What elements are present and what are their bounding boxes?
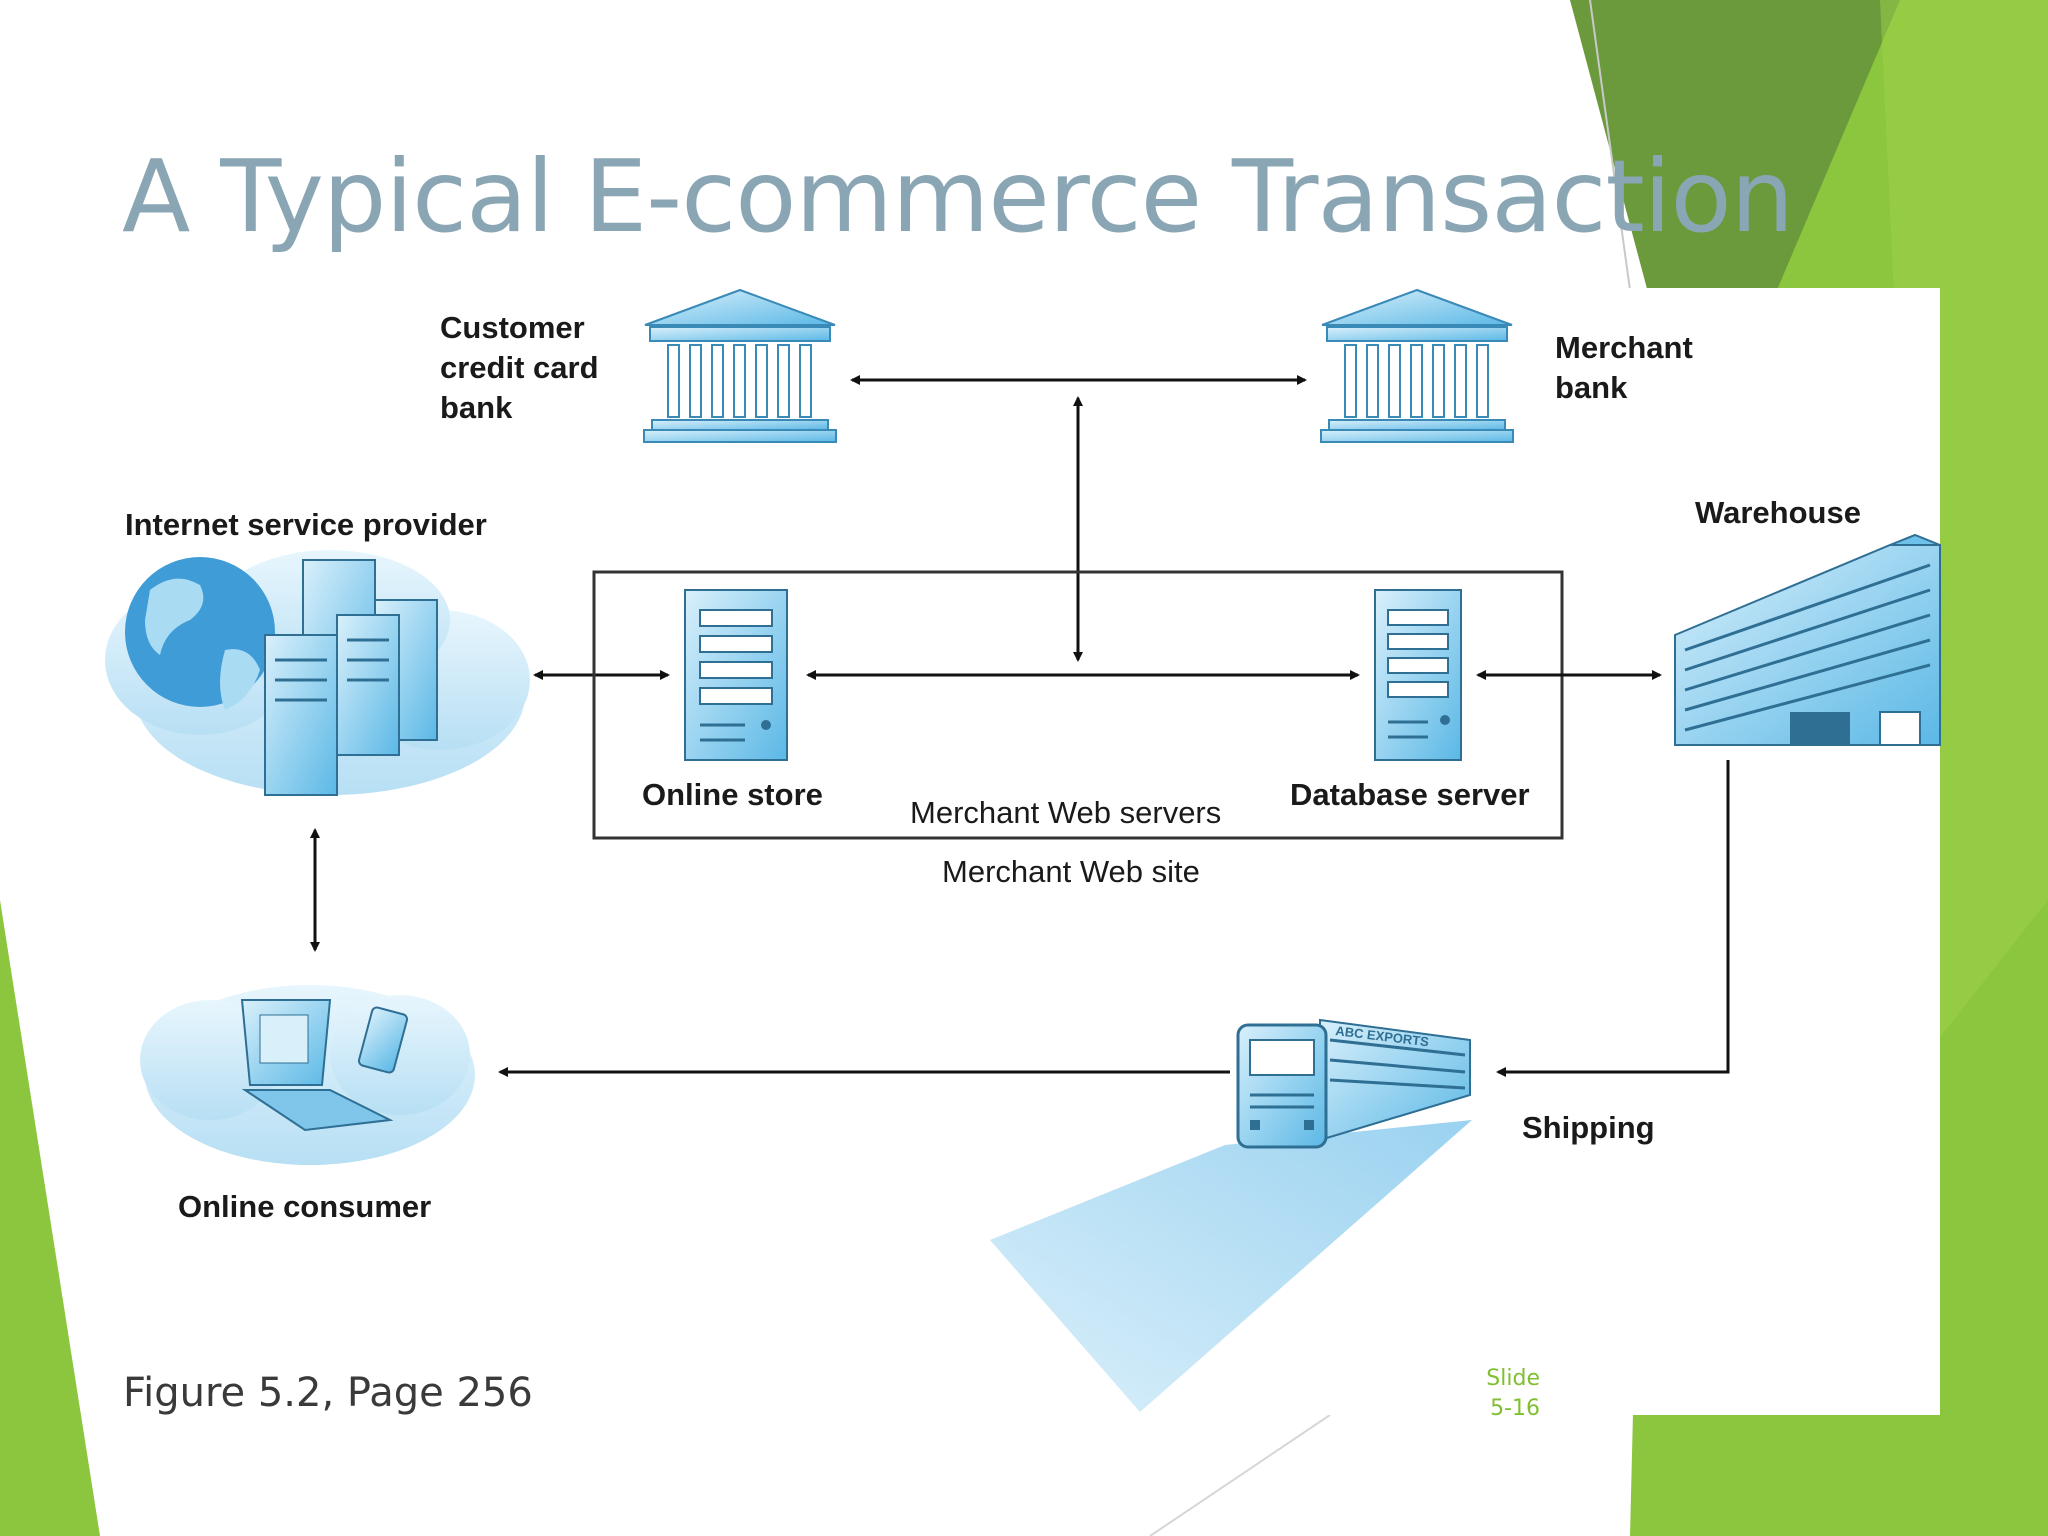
phone-icon	[357, 1006, 409, 1074]
merchant-web-site-box	[592, 570, 1564, 840]
slide-title: A Typical E-commerce Transaction	[122, 138, 1794, 255]
figure-white-panel	[1255, 288, 1940, 1415]
globe-icon	[125, 557, 275, 710]
online-store-label: Online store	[642, 777, 823, 812]
merchant-bank-icon	[1320, 288, 1514, 443]
database-server-icon	[1374, 589, 1462, 761]
slide-number: Slide 5-16	[1460, 1364, 1540, 1424]
online-consumer-label: Online consumer	[178, 1189, 431, 1224]
accent-line-bottom	[1149, 1414, 1331, 1536]
merchant-web-site-label: Merchant Web site	[942, 854, 1200, 889]
isp-label: Internet service provider	[125, 507, 487, 542]
green-left-wedge	[0, 900, 100, 1536]
shipping-label: Shipping	[1522, 1110, 1655, 1145]
truck-icon: ABC EXPORTS	[1236, 1018, 1471, 1149]
online-store-server-icon	[684, 589, 788, 761]
isp-server-icon	[264, 559, 438, 796]
road-shape	[990, 1120, 1472, 1412]
slide-number-value: 5-16	[1490, 1396, 1540, 1421]
database-server-label: Database server	[1290, 777, 1530, 812]
merchant-web-servers-label: Merchant Web servers	[910, 795, 1221, 830]
accent-line	[1589, 0, 1631, 291]
warehouse-icon	[1674, 533, 1941, 746]
customer-bank-icon	[643, 288, 837, 443]
merchant-bank-label: Merchant bank	[1555, 330, 1701, 405]
dark-green-band	[1570, 0, 1900, 330]
customer-bank-label: Customer credit card bank	[440, 310, 607, 425]
slide-number-label: Slide	[1486, 1366, 1540, 1391]
figure-caption: Figure 5.2, Page 256	[123, 1370, 533, 1416]
laptop-icon	[240, 999, 394, 1132]
warehouse-label: Warehouse	[1695, 495, 1861, 530]
warehouse-to-shipping-arrow	[1496, 760, 1730, 1077]
